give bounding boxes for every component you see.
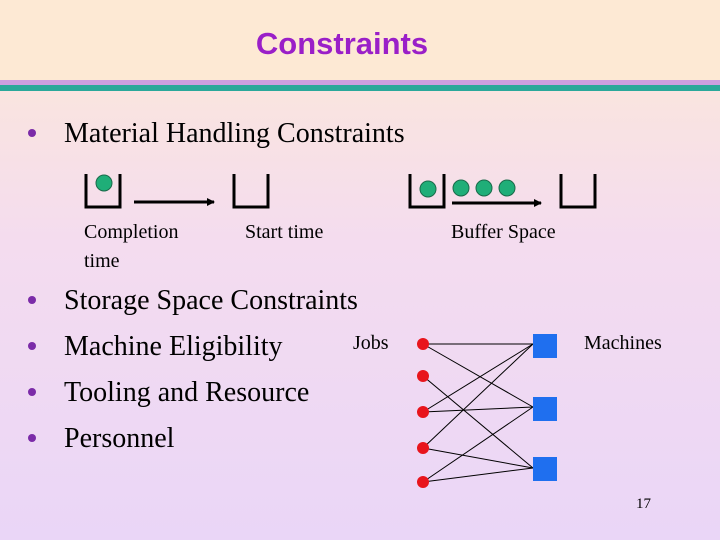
jobs-label: Jobs <box>353 332 389 354</box>
page-number: 17 <box>636 496 651 512</box>
divider-lilac <box>0 80 720 85</box>
bullet-personnel: Personnel <box>64 423 175 454</box>
machine-node <box>533 334 557 358</box>
machine-node <box>533 457 557 481</box>
bullet-icon <box>28 342 36 350</box>
job-node <box>417 338 429 350</box>
job-circle <box>475 179 493 197</box>
bullet-icon <box>28 388 36 396</box>
eligibility-edge <box>422 343 534 413</box>
job-node <box>417 370 429 382</box>
start-time-label: Start time <box>245 221 324 243</box>
completion-label-line1: Completion <box>84 221 179 243</box>
job-circle <box>419 180 437 198</box>
eligibility-edge <box>422 447 534 469</box>
completion-time-label: Completion time <box>84 218 178 276</box>
job-node <box>417 406 429 418</box>
eligibility-edge <box>422 406 534 483</box>
bullet-machine-eligibility: Machine Eligibility <box>64 331 283 362</box>
bullet-icon <box>28 434 36 442</box>
divider-teal <box>0 85 720 91</box>
bullet-storage-space: Storage Space Constraints <box>64 285 358 316</box>
job-node <box>417 476 429 488</box>
eligibility-edge <box>422 343 534 408</box>
bullet-icon <box>28 296 36 304</box>
job-circle <box>452 179 470 197</box>
bullet-tooling-resource: Tooling and Resource <box>64 377 310 408</box>
bullet-icon <box>28 129 36 137</box>
completion-bin <box>84 174 122 209</box>
job-circle <box>95 174 113 192</box>
title-band <box>0 0 720 80</box>
machines-label: Machines <box>584 332 662 354</box>
eligibility-edge <box>422 343 534 449</box>
bullet-material-handling: Material Handling Constraints <box>64 118 405 149</box>
machine-node <box>533 397 557 421</box>
eligibility-edge <box>422 375 534 469</box>
start-bin <box>232 174 270 209</box>
job-node <box>417 442 429 454</box>
eligibility-edge <box>422 467 534 483</box>
buffer-bin <box>408 174 446 209</box>
eligibility-edge <box>422 406 534 413</box>
buffer-space-label: Buffer Space <box>451 221 556 243</box>
job-circle <box>498 179 516 197</box>
eligibility-diagram <box>417 334 557 488</box>
destination-bin <box>559 174 597 209</box>
completion-label-line2: time <box>84 250 120 272</box>
slide-title: Constraints <box>255 26 429 61</box>
